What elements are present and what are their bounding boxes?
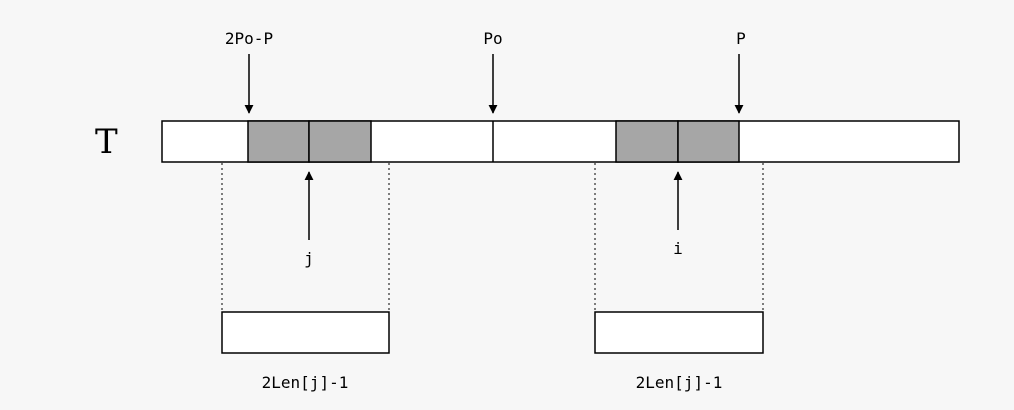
span-label-right: 2Len[j]-1: [636, 373, 723, 392]
cell-right-1: [615, 120, 679, 163]
pointer-label-j: j: [304, 249, 314, 268]
span-box-right: [594, 311, 764, 354]
pointer-label-right: P: [736, 29, 746, 48]
pointer-label-center: Po: [483, 29, 502, 48]
pointer-label-i: i: [673, 239, 683, 258]
array-label-t: T: [95, 122, 118, 162]
span-label-left: 2Len[j]-1: [262, 373, 349, 392]
cell-right-2: [677, 120, 740, 163]
span-box-left: [221, 311, 390, 354]
cell-left-1: [247, 120, 310, 163]
cell-left-2: [308, 120, 372, 163]
pointer-label-mirror: 2Po-P: [225, 29, 273, 48]
